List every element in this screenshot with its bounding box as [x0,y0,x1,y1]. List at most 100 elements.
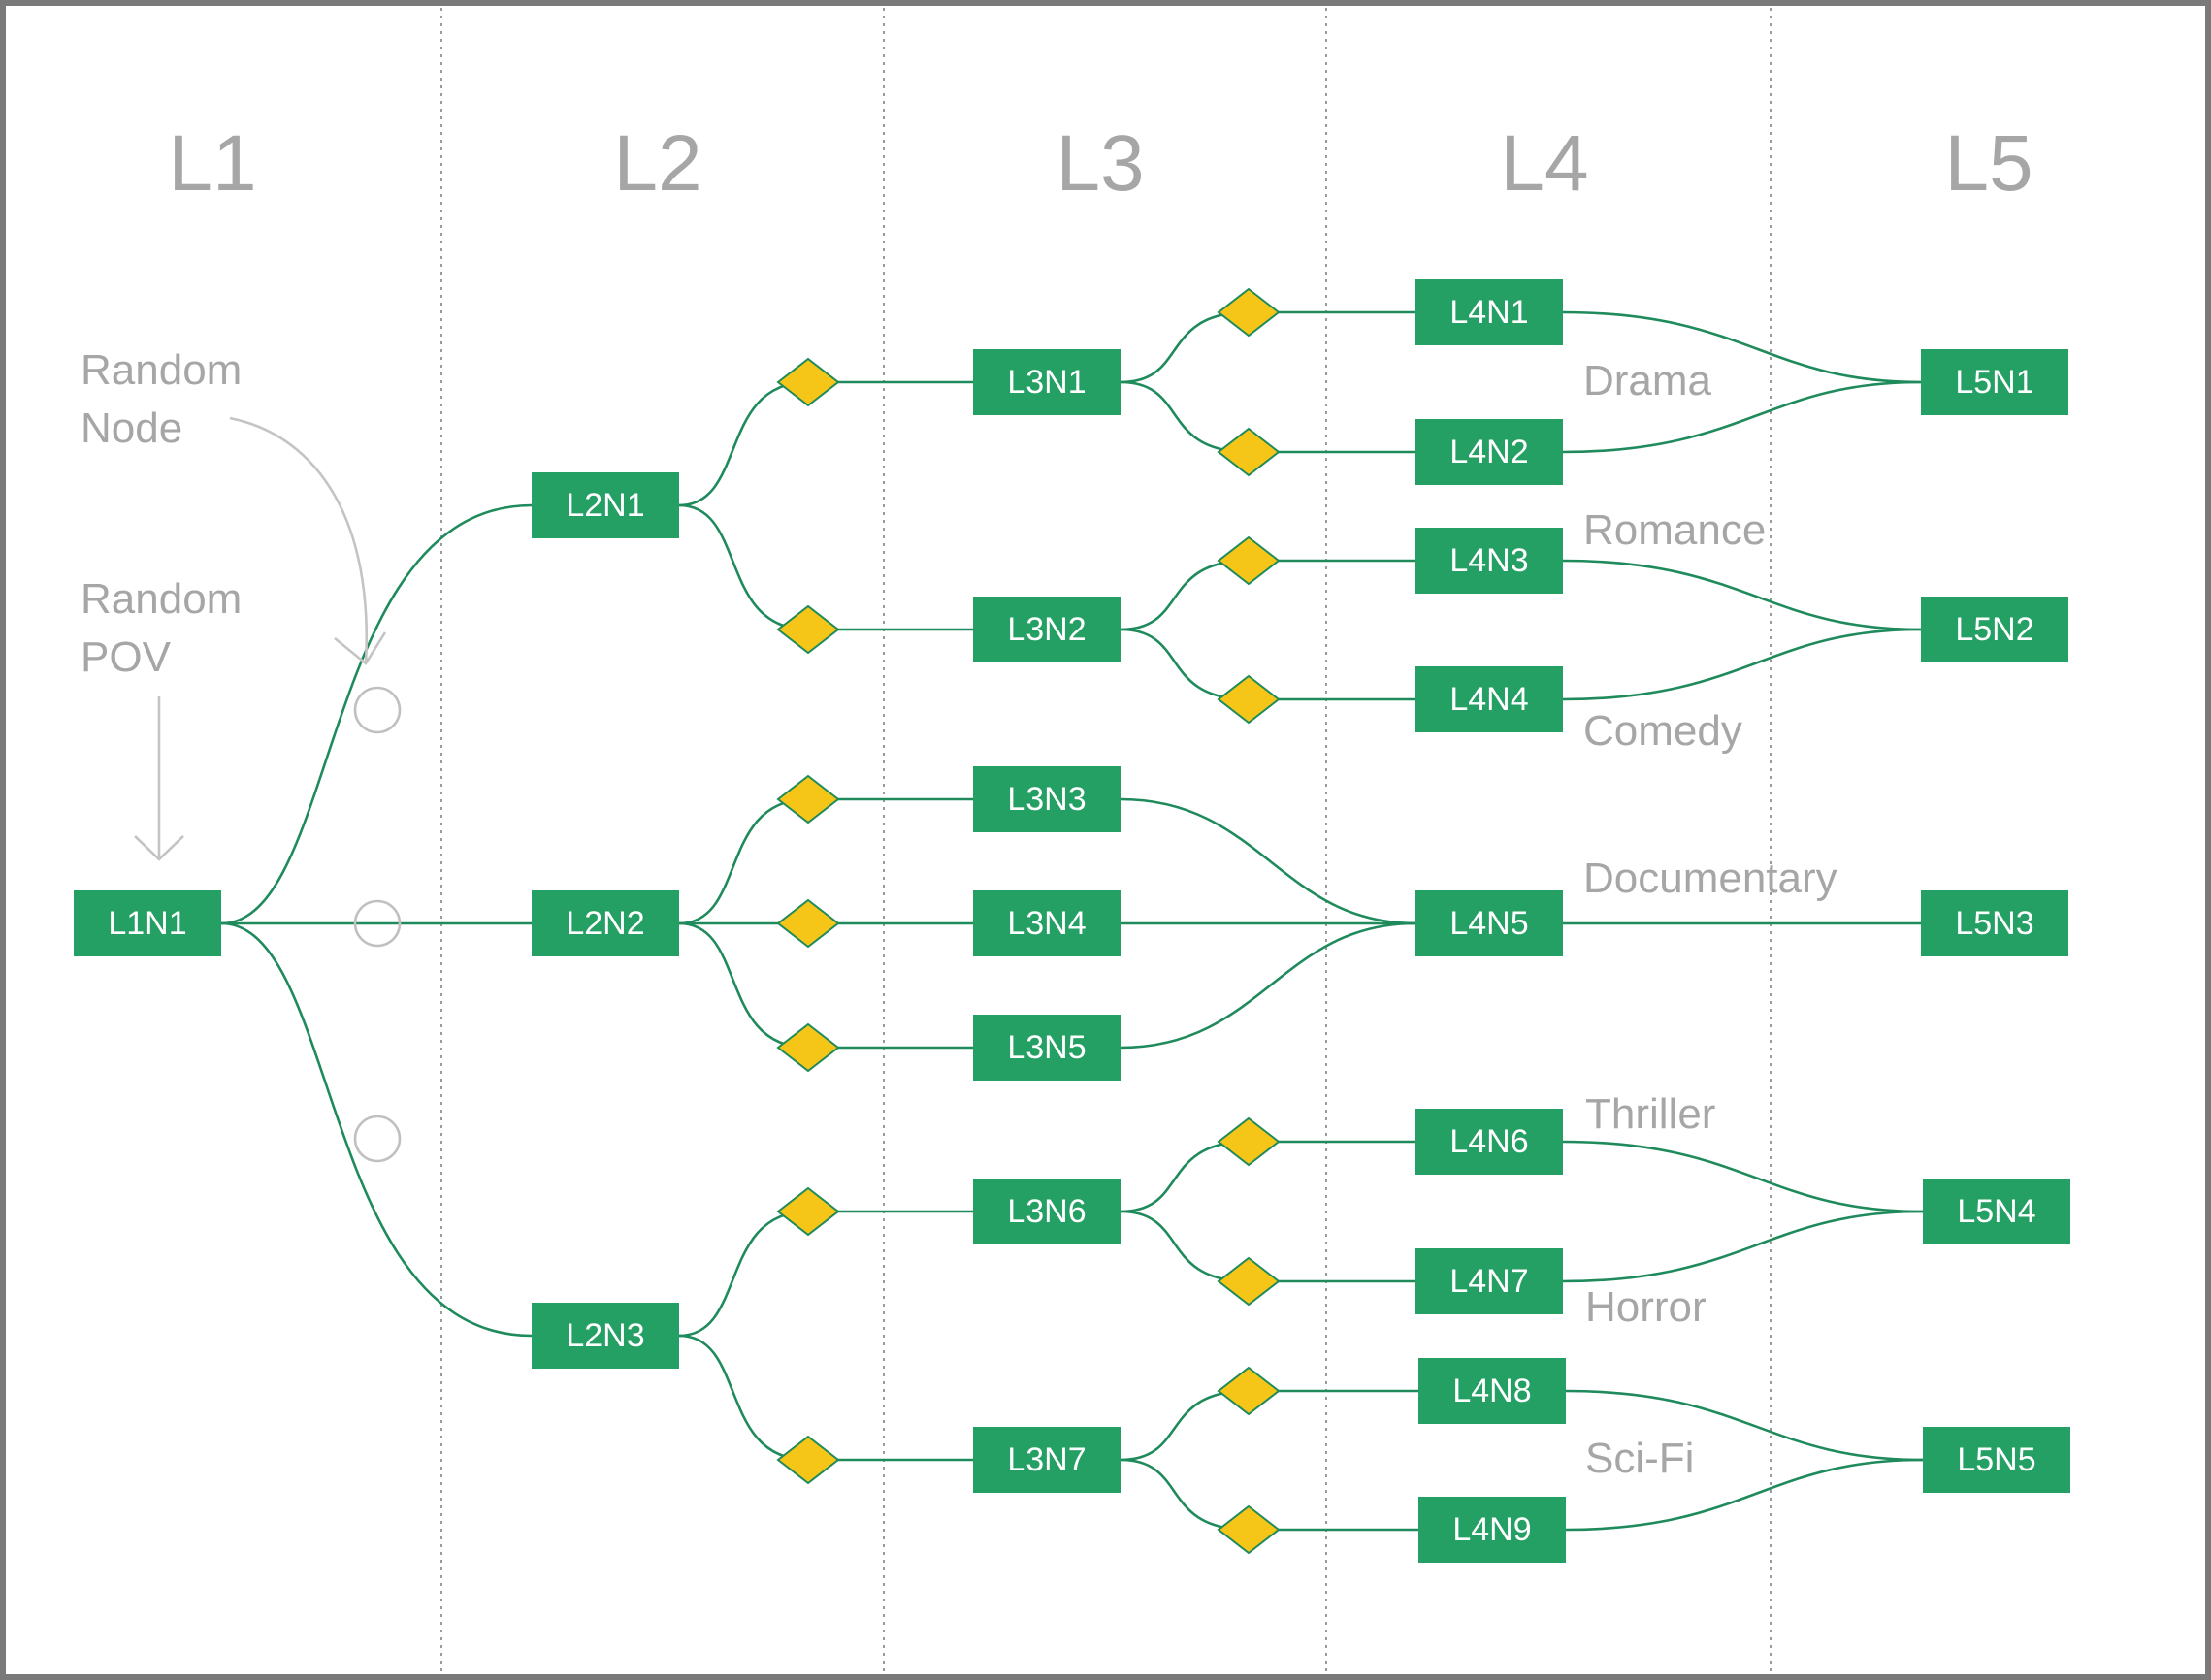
decision-diamonds [776,287,1281,1555]
link-l1n1-l2n1 [220,503,533,925]
decision-diamond [1217,674,1281,725]
random-pov-arrowhead-icon [134,835,184,861]
node-label: L4N4 [1449,681,1528,718]
random-node-arrowhead-icon [334,631,387,665]
node-l3n1[interactable]: L3N1 [973,349,1121,415]
node-l4n3[interactable]: L4N3 [1415,528,1563,594]
link-l4n3-l5n2 [1562,559,1922,631]
node-l3n3[interactable]: L3N3 [973,766,1121,832]
node-label: L4N7 [1449,1263,1528,1300]
node-l5n3[interactable]: L5N3 [1921,890,2068,956]
genre-label-romance: Romance [1583,506,1766,554]
node-label: L5N4 [1957,1193,2035,1230]
genre-label-documentary: Documentary [1583,855,1837,902]
node-l5n4[interactable]: L5N4 [1923,1179,2070,1244]
decision-diamond [1217,1366,1281,1416]
random-node-arrow-icon [229,416,369,664]
decision-diamond [776,774,840,824]
genre-label-drama: Drama [1583,357,1712,404]
node-label: L5N1 [1955,364,2033,401]
decision-diamond [1217,427,1281,477]
node-l1n1[interactable]: L1N1 [74,890,221,956]
node-l3n7[interactable]: L3N7 [973,1427,1121,1493]
annotation-random-pov-line2: POV [81,633,172,681]
nodes: L1N1 L2N1 L2N2 L2N3 L3N1 L3N2 L3N3 L3N4 … [74,279,2070,1563]
node-label: L3N2 [1007,611,1086,648]
node-l4n5[interactable]: L4N5 [1415,890,1563,956]
node-label: L3N5 [1007,1029,1086,1066]
decision-diamond [776,1435,840,1485]
genre-label-scifi: Sci-Fi [1585,1435,1694,1482]
decision-diamond [776,1186,840,1237]
genre-label-horror: Horror [1585,1283,1707,1331]
decision-diamond [776,357,840,407]
node-label: L3N1 [1007,364,1086,401]
node-l5n5[interactable]: L5N5 [1923,1427,2070,1493]
level-label-l5: L5 [1944,119,2032,208]
node-l5n2[interactable]: L5N2 [1921,597,2068,662]
link-l4n9-l5n5 [1565,1458,1924,1532]
node-l4n7[interactable]: L4N7 [1415,1248,1563,1314]
pov-circle-upper [353,686,402,734]
column-dividers [440,8,1772,1672]
level-label-l2: L2 [613,119,701,208]
link-l4n4-l5n2 [1562,628,1922,701]
decision-diamond [1217,535,1281,586]
link-l4n6-l5n4 [1562,1140,1924,1213]
link-l4n1-l5n1 [1562,310,1922,384]
node-label: L5N5 [1957,1441,2035,1478]
link-l4n8-l5n5 [1565,1389,1924,1462]
link-l3n3-l4n5 [1120,797,1416,925]
node-label: L3N6 [1007,1193,1086,1230]
node-label: L2N3 [566,1317,644,1354]
node-label: L4N3 [1449,542,1528,579]
genre-labels: Drama Romance Comedy Documentary Thrille… [1583,357,1837,1482]
link-l1n1-l2n3 [220,921,533,1338]
level-label-l4: L4 [1500,119,1588,208]
node-l2n2[interactable]: L2N2 [532,890,679,956]
node-label: L3N4 [1007,905,1086,942]
node-l4n8[interactable]: L4N8 [1418,1358,1566,1424]
node-label: L2N1 [566,487,644,524]
node-l4n9[interactable]: L4N9 [1418,1497,1566,1563]
decision-diamond [1217,1256,1281,1307]
node-label: L4N5 [1449,905,1528,942]
node-label: L5N3 [1955,905,2033,942]
decision-diamond [1217,1504,1281,1555]
decision-diamond [776,604,840,655]
genre-label-comedy: Comedy [1583,707,1742,755]
decision-diamond [1217,1116,1281,1167]
node-l4n1[interactable]: L4N1 [1415,279,1563,345]
node-l3n4[interactable]: L3N4 [973,890,1121,956]
pov-circle-lower [353,1115,402,1163]
link-l4n7-l5n4 [1562,1210,1924,1283]
annotation-random-node: Random Node [81,346,387,665]
node-label: L4N6 [1449,1123,1528,1160]
link-l3n5-l4n5 [1120,921,1416,1050]
node-l4n4[interactable]: L4N4 [1415,666,1563,732]
node-l4n2[interactable]: L4N2 [1415,419,1563,485]
annotation-random-node-line2: Node [81,404,182,452]
node-l3n2[interactable]: L3N2 [973,597,1121,662]
node-l2n1[interactable]: L2N1 [532,472,679,538]
pov-markers [353,686,402,1163]
node-l4n6[interactable]: L4N6 [1415,1109,1563,1175]
annotation-random-pov: Random POV [81,575,242,861]
node-l3n5[interactable]: L3N5 [973,1015,1121,1081]
level-label-l3: L3 [1056,119,1144,208]
annotation-random-node-line1: Random [81,346,242,394]
node-l3n6[interactable]: L3N6 [973,1179,1121,1244]
pov-circle-middle [353,899,402,948]
decision-diamond [776,1022,840,1073]
node-l5n1[interactable]: L5N1 [1921,349,2068,415]
level-headers: L1 L2 L3 L4 L5 [168,119,2032,208]
node-label: L3N7 [1007,1441,1086,1478]
genre-label-thriller: Thriller [1585,1090,1715,1138]
node-label: L5N2 [1955,611,2033,648]
node-label: L3N3 [1007,781,1086,818]
node-l2n3[interactable]: L2N3 [532,1303,679,1369]
link-l4n2-l5n1 [1562,380,1922,454]
node-label: L2N2 [566,905,644,942]
